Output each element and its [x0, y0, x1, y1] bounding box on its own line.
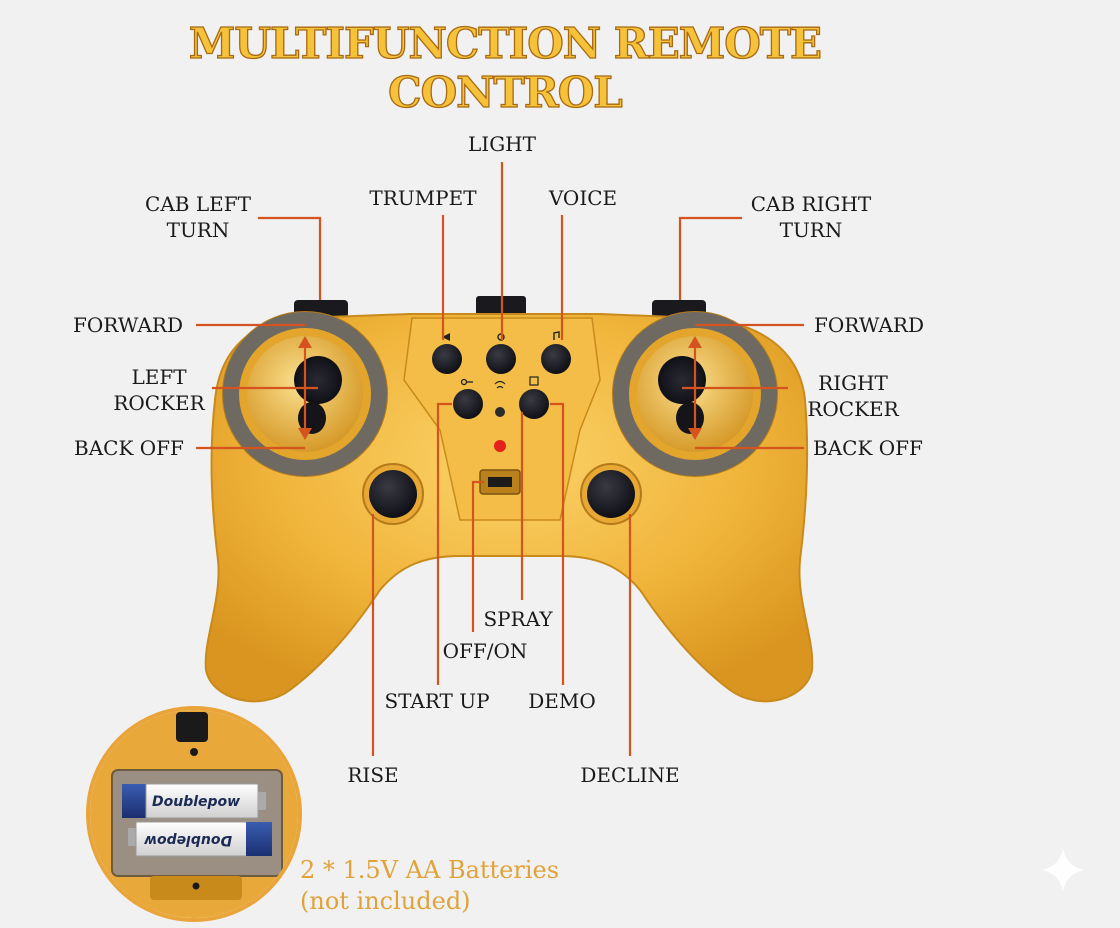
right-stick-cap[interactable]	[658, 356, 706, 404]
label-rise: RISE	[347, 763, 398, 787]
battery-bottom: Doublepow	[128, 821, 272, 857]
demo-icon	[529, 376, 539, 386]
key-icon	[460, 378, 473, 386]
label-left-rocker-1: LEFT	[131, 365, 187, 389]
indicator-dot	[495, 407, 505, 417]
title-line-1: MULTIFUNCTION REMOTE	[189, 19, 821, 68]
label-decline: DECLINE	[580, 763, 679, 787]
label-right-rocker-1: RIGHT	[818, 371, 888, 395]
battery-note-line-1: 2 * 1.5V AA Batteries	[300, 856, 559, 884]
label-forward-left: FORWARD	[73, 313, 183, 337]
label-voice: VOICE	[548, 186, 617, 210]
labels: LIGHT TRUMPET VOICE CAB LEFT TURN CAB RI…	[73, 132, 924, 787]
decline-button[interactable]	[587, 470, 635, 518]
battery-bottom-brand: Doublepow	[144, 832, 232, 848]
voice-button[interactable]	[541, 344, 571, 374]
rise-button[interactable]	[369, 470, 417, 518]
label-light: LIGHT	[468, 132, 537, 156]
demo-button[interactable]	[519, 389, 549, 419]
battery-note: 2 * 1.5V AA Batteries (not included)	[300, 856, 559, 915]
power-led	[494, 440, 506, 452]
label-start-up: START UP	[384, 689, 489, 713]
label-spray: SPRAY	[483, 607, 553, 631]
sparkle-icon	[1042, 848, 1084, 892]
label-back-off-right: BACK OFF	[813, 436, 923, 460]
label-cab-left-2: TURN	[167, 218, 230, 242]
label-cab-right-2: TURN	[780, 218, 843, 242]
label-cab-left-1: CAB LEFT	[145, 192, 252, 216]
label-cab-right-1: CAB RIGHT	[751, 192, 872, 216]
label-left-rocker-2: ROCKER	[113, 391, 205, 415]
music-note-icon	[553, 331, 560, 340]
title: MULTIFUNCTION REMOTE CONTROL	[188, 18, 822, 117]
battery-top: Doublepow	[122, 783, 266, 819]
label-right-rocker-2: ROCKER	[807, 397, 899, 421]
title-line-2: CONTROL	[388, 68, 622, 117]
trumpet-button[interactable]	[432, 344, 462, 374]
label-back-off-left: BACK OFF	[74, 436, 184, 460]
left-stick-cap[interactable]	[294, 356, 342, 404]
battery-inset: Doublepow Doublepow	[86, 706, 302, 922]
light-button[interactable]	[486, 344, 516, 374]
label-off-on: OFF/ON	[443, 639, 528, 663]
battery-top-brand: Doublepow	[152, 794, 240, 810]
label-demo: DEMO	[528, 689, 596, 713]
controller	[204, 296, 814, 703]
start-up-button[interactable]	[453, 389, 483, 419]
label-forward-right: FORWARD	[814, 313, 924, 337]
battery-note-line-2: (not included)	[300, 887, 471, 915]
leader-lines	[196, 162, 804, 756]
horn-icon	[444, 333, 450, 341]
spray-icon	[494, 380, 506, 389]
label-trumpet: TRUMPET	[369, 186, 477, 210]
